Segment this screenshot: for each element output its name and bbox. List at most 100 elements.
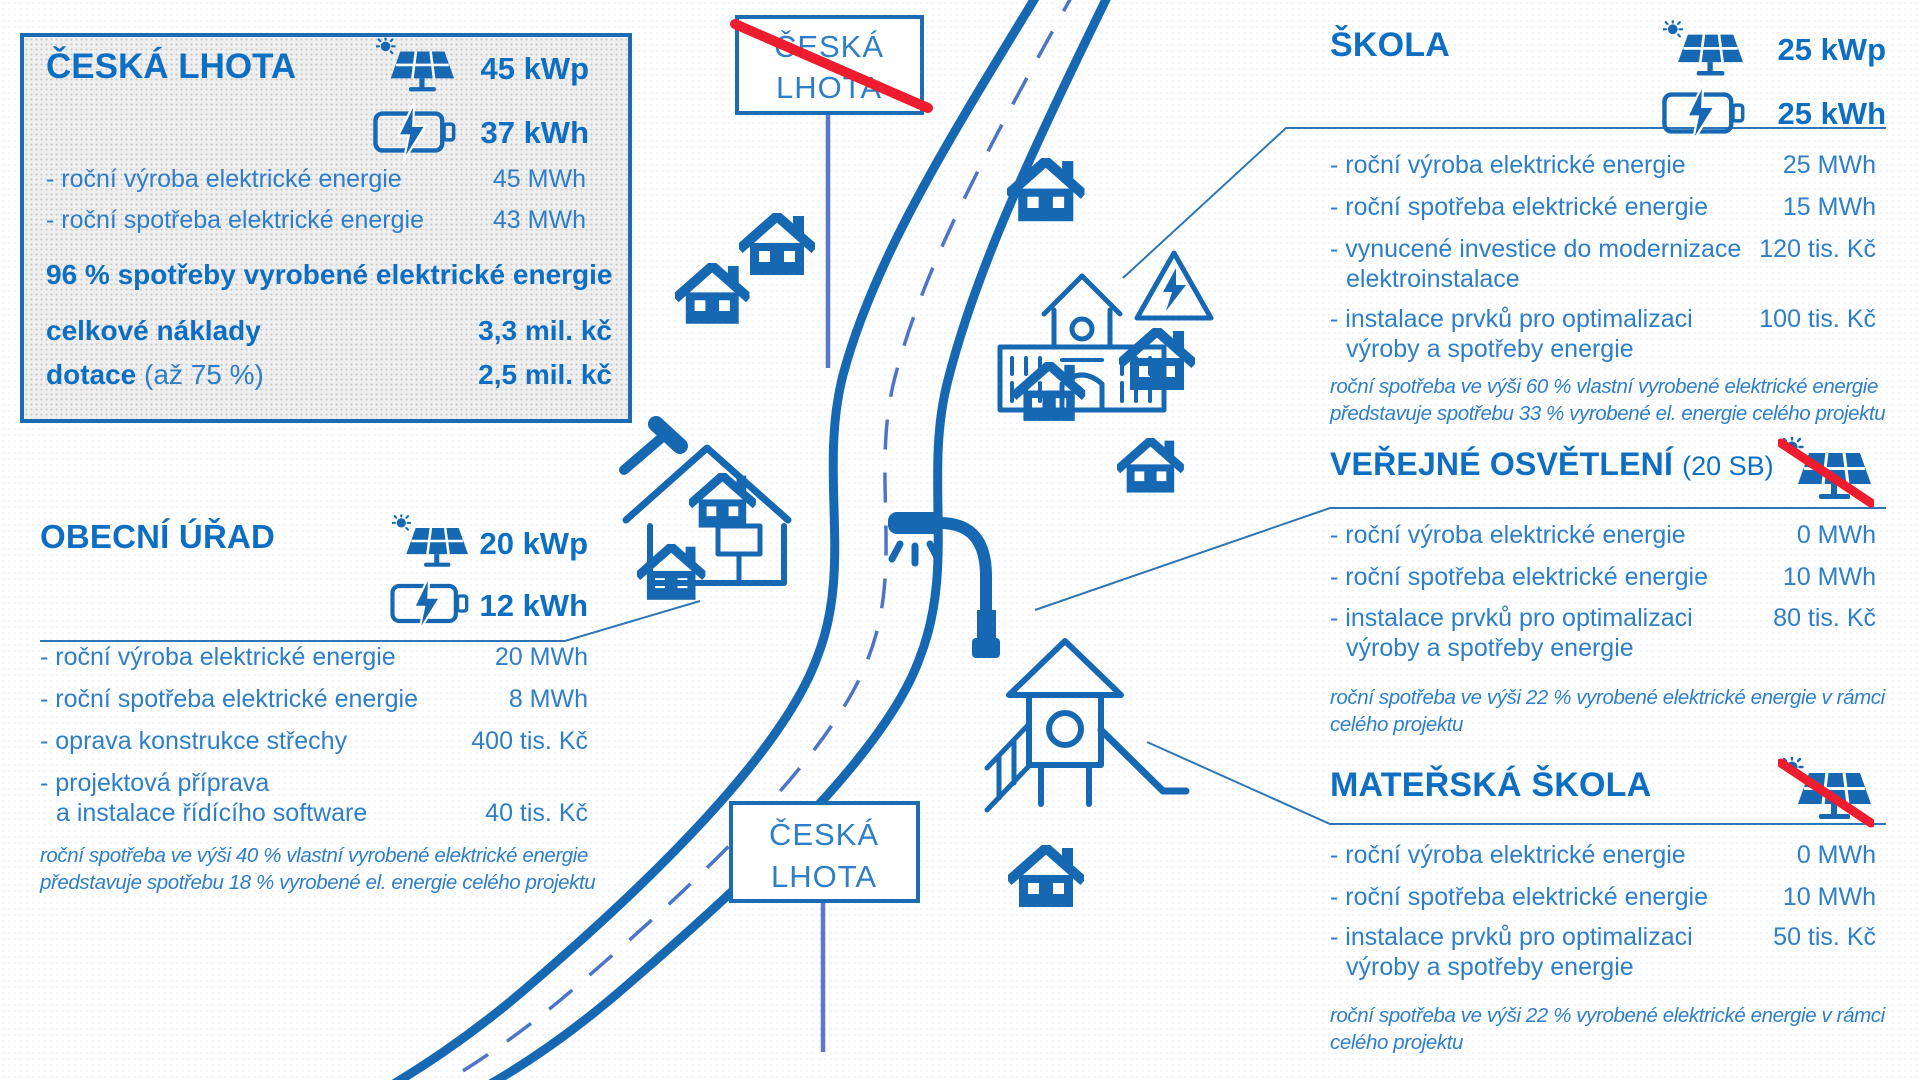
- data-row: - roční spotřeba elektrické energie 10 M…: [1330, 562, 1876, 592]
- row-label: - instalace prvků pro optimalizaci: [1330, 604, 1693, 632]
- data-row: - roční spotřeba elektrické energie 8 MW…: [40, 684, 588, 714]
- data-row: - roční výroba elektrické energie 0 MWh: [1330, 520, 1876, 550]
- battery-capacity: 25 kWh: [1777, 96, 1886, 131]
- red-strikethrough: [730, 19, 933, 113]
- row-value: 10 MWh: [1782, 883, 1876, 911]
- leader-line-verejne-osvetleni: [1034, 507, 1886, 611]
- leader-line-materska-skola: [1146, 741, 1886, 825]
- row-value: 400 tis. Kč: [471, 727, 588, 755]
- row-value: 0 MWh: [1796, 521, 1876, 549]
- house-icon: [1121, 441, 1181, 493]
- data-row: - roční výroba elektrické energie 20 MWh: [40, 642, 588, 672]
- data-row: - instalace prvků pro optimalizaci 100 t…: [1330, 304, 1876, 364]
- section-title: OBECNÍ ÚŘAD: [40, 518, 276, 555]
- village-sign-end: ČESKÁ LHOTA: [730, 15, 933, 368]
- municipal-office-icon: [619, 416, 792, 586]
- data-row: - roční spotřeba elektrické energie 15 M…: [1330, 192, 1876, 222]
- row-label: - instalace prvků pro optimalizaci: [1330, 923, 1693, 951]
- village-sign-entry: ČESKÁ LHOTA: [729, 801, 920, 1052]
- row-label: - instalace prvků pro optimalizaci: [1330, 305, 1693, 333]
- section-verejne-osvetleni: VEŘEJNÉ OSVĚTLENÍ (20 SB) - roční výroba…: [1330, 440, 1886, 750]
- data-row: - vynucené investice do modernizace 120 …: [1330, 234, 1876, 294]
- row-label: - roční výroba elektrické energie: [40, 643, 396, 671]
- solar-panel-crossed-icon: [1778, 434, 1874, 510]
- section-obecni-urad: OBECNÍ ÚŘAD 20 kWp 12 kWh - roční výroba…: [40, 512, 596, 912]
- summary-panel: ČESKÁ LHOTA 45 kWp 37 kWh - roční výroba…: [20, 33, 632, 423]
- row-value: 80 tis. Kč: [1773, 604, 1876, 632]
- row-label: výroby a spotřeby energie: [1346, 335, 1634, 363]
- row-label: - roční spotřeba elektrické energie: [46, 206, 424, 234]
- data-row: - instalace prvků pro optimalizaci 80 ti…: [1330, 603, 1876, 663]
- cost-row: celkové náklady 3,3 mil. kč: [46, 315, 612, 347]
- section-skola: ŠKOLA 25 kWp 25 kWh - roční výroba elekt…: [1330, 20, 1886, 430]
- electricity-warning-triangle-icon: [1134, 250, 1214, 321]
- row-label: - projektová příprava: [40, 769, 270, 797]
- row-value: 8 MWh: [508, 685, 588, 713]
- data-row: - roční spotřeba elektrické energie 43 M…: [46, 206, 586, 235]
- row-label: - roční výroba elektrické energie: [1330, 841, 1686, 869]
- summary-highlight: 96 % spotřeby vyrobené elektrické energi…: [46, 259, 613, 290]
- row-label: - roční výroba elektrické energie: [1330, 521, 1686, 549]
- row-value: 10 MWh: [1782, 563, 1876, 591]
- row-value: 15 MWh: [1782, 193, 1876, 221]
- section-note: roční spotřeba ve výši 22 % vyrobené ele…: [1330, 1004, 1885, 1054]
- section-note: roční spotřeba ve výši 40 % vlastní vyro…: [40, 844, 596, 894]
- summary-battery-capacity: 37 kWh: [480, 115, 589, 150]
- summary-pv-capacity: 45 kWp: [480, 51, 589, 86]
- sign-bottom-line1: ČESKÁ: [769, 817, 879, 852]
- row-label: - vynucené investice do modernizace: [1330, 235, 1742, 263]
- row-label: výroby a spotřeby energie: [1346, 634, 1634, 662]
- row-value: 120 tis. Kč: [1759, 235, 1876, 263]
- row-value: 40 tis. Kč: [485, 799, 588, 827]
- section-note: roční spotřeba ve výši 22 % vyrobené ele…: [1330, 686, 1885, 736]
- row-value: 0 MWh: [1796, 841, 1876, 869]
- section-title: VEŘEJNÉ OSVĚTLENÍ (20 SB): [1330, 446, 1774, 482]
- section-materska-skola: MATEŘSKÁ ŠKOLA - roční výroba elektrické…: [1330, 760, 1886, 1070]
- leader-line-skola: [1122, 127, 1886, 279]
- hammer-icon: [619, 416, 688, 475]
- data-row: - projektová příprava a instalace řídící…: [40, 768, 588, 828]
- row-label: - roční spotřeba elektrické energie: [40, 685, 418, 713]
- row-value: 45 MWh: [492, 165, 586, 193]
- road-center-dashed-line: [444, 0, 1072, 1080]
- school-building-icon: [997, 273, 1167, 413]
- house-icon: [1012, 848, 1080, 907]
- row-label: celkové náklady: [46, 315, 261, 346]
- house-icon: [743, 216, 811, 275]
- row-label: - roční spotřeba elektrické energie: [1330, 883, 1708, 911]
- row-value: 25 MWh: [1782, 151, 1876, 179]
- row-label: dotace (až 75 %): [46, 359, 264, 390]
- data-row: - roční výroba elektrické energie 25 MWh: [1330, 150, 1876, 180]
- road-right-edge: [488, 0, 1111, 1080]
- pv-capacity: 25 kWp: [1777, 32, 1886, 67]
- row-label: - roční spotřeba elektrické energie: [1330, 193, 1708, 221]
- data-row: - roční spotřeba elektrické energie 10 M…: [1330, 882, 1876, 912]
- street-lamp-icon: [888, 512, 1000, 658]
- row-label: - roční výroba elektrické energie: [46, 165, 402, 193]
- road: [391, 0, 1111, 1080]
- cost-row: dotace (až 75 %) 2,5 mil. kč: [46, 359, 612, 391]
- sign-top-line2: LHOTA: [776, 70, 882, 105]
- data-row: - instalace prvků pro optimalizaci 50 ti…: [1330, 922, 1876, 982]
- row-value: 2,5 mil. kč: [478, 359, 612, 390]
- section-note: roční spotřeba ve výši 60 % vlastní vyro…: [1330, 375, 1886, 425]
- row-value: 50 tis. Kč: [1773, 923, 1876, 951]
- house-icon: [679, 266, 746, 324]
- summary-title: ČESKÁ LHOTA: [46, 47, 297, 86]
- row-label: - roční výroba elektrické energie: [1330, 151, 1686, 179]
- row-label: - roční spotřeba elektrické energie: [1330, 563, 1708, 591]
- battery-icon: [1660, 84, 1748, 142]
- data-row: - oprava konstrukce střechy 400 tis. Kč: [40, 726, 588, 756]
- data-row: - roční výroba elektrické energie 45 MWh: [46, 165, 586, 194]
- road-left-edge: [391, 0, 1040, 1080]
- row-value: 43 MWh: [492, 206, 586, 234]
- battery-capacity: 12 kWh: [479, 588, 588, 623]
- house-icon: [1123, 331, 1191, 390]
- row-value: 100 tis. Kč: [1759, 305, 1876, 333]
- row-value: 3,3 mil. kč: [478, 315, 612, 346]
- row-label: elektroinstalace: [1346, 265, 1520, 293]
- row-value: 20 MWh: [494, 643, 588, 671]
- playground-icon: [984, 638, 1190, 813]
